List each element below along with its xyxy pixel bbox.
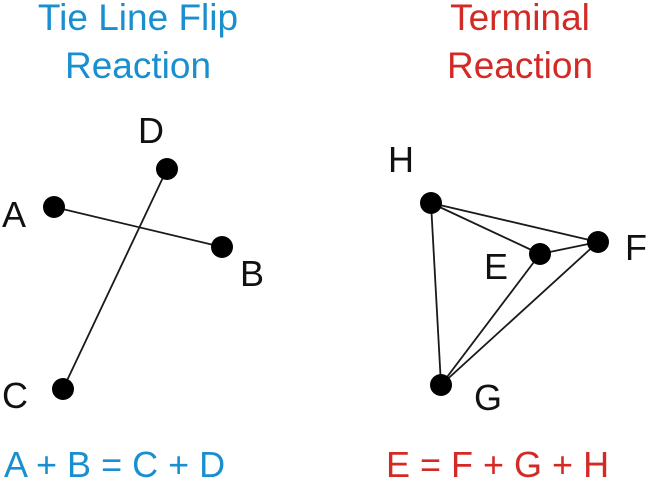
point-a — [43, 196, 65, 218]
terminal-reaction-panel: Terminal Reaction H F E G E = F + G + H — [386, 0, 647, 484]
point-label-b: B — [240, 253, 264, 294]
tie-line-flip-equation: A + B = C + D — [4, 444, 225, 484]
points-left — [43, 158, 233, 400]
terminal-title-line-1: Terminal — [450, 0, 590, 38]
point-c — [52, 378, 74, 400]
tie-line-h-g — [430, 202, 442, 386]
point-label-g: G — [474, 377, 502, 418]
tie-line-flip-title-line-2: Reaction — [65, 45, 211, 86]
tie-lines-right — [430, 202, 599, 386]
tie-line-h-e — [430, 202, 541, 255]
point-label-f: F — [625, 227, 647, 268]
tie-line-f-g — [440, 241, 599, 386]
point-label-c: C — [2, 375, 28, 416]
tie-line-e-g — [440, 253, 541, 386]
terminal-title-line-2: Reaction — [447, 45, 593, 86]
point-g — [430, 374, 452, 396]
point-b — [211, 236, 233, 258]
point-label-d: D — [138, 110, 164, 151]
terminal-equation: E = F + G + H — [386, 444, 609, 484]
point-f — [587, 231, 609, 253]
point-label-e: E — [484, 246, 508, 287]
point-label-h: H — [388, 139, 414, 180]
tie-line-flip-title-line-1: Tie Line Flip — [38, 0, 238, 38]
point-e — [529, 243, 551, 265]
point-d — [156, 158, 178, 180]
point-label-a: A — [2, 194, 26, 235]
point-h — [420, 192, 442, 214]
tie-line-h-f — [430, 202, 599, 243]
tie-line-a-b — [53, 206, 223, 248]
points-right — [420, 192, 609, 396]
tie-lines-left — [53, 168, 223, 390]
tie-line-c-d — [62, 168, 168, 390]
tie-line-flip-panel: Tie Line Flip Reaction A B C D A + B = C… — [2, 0, 264, 484]
